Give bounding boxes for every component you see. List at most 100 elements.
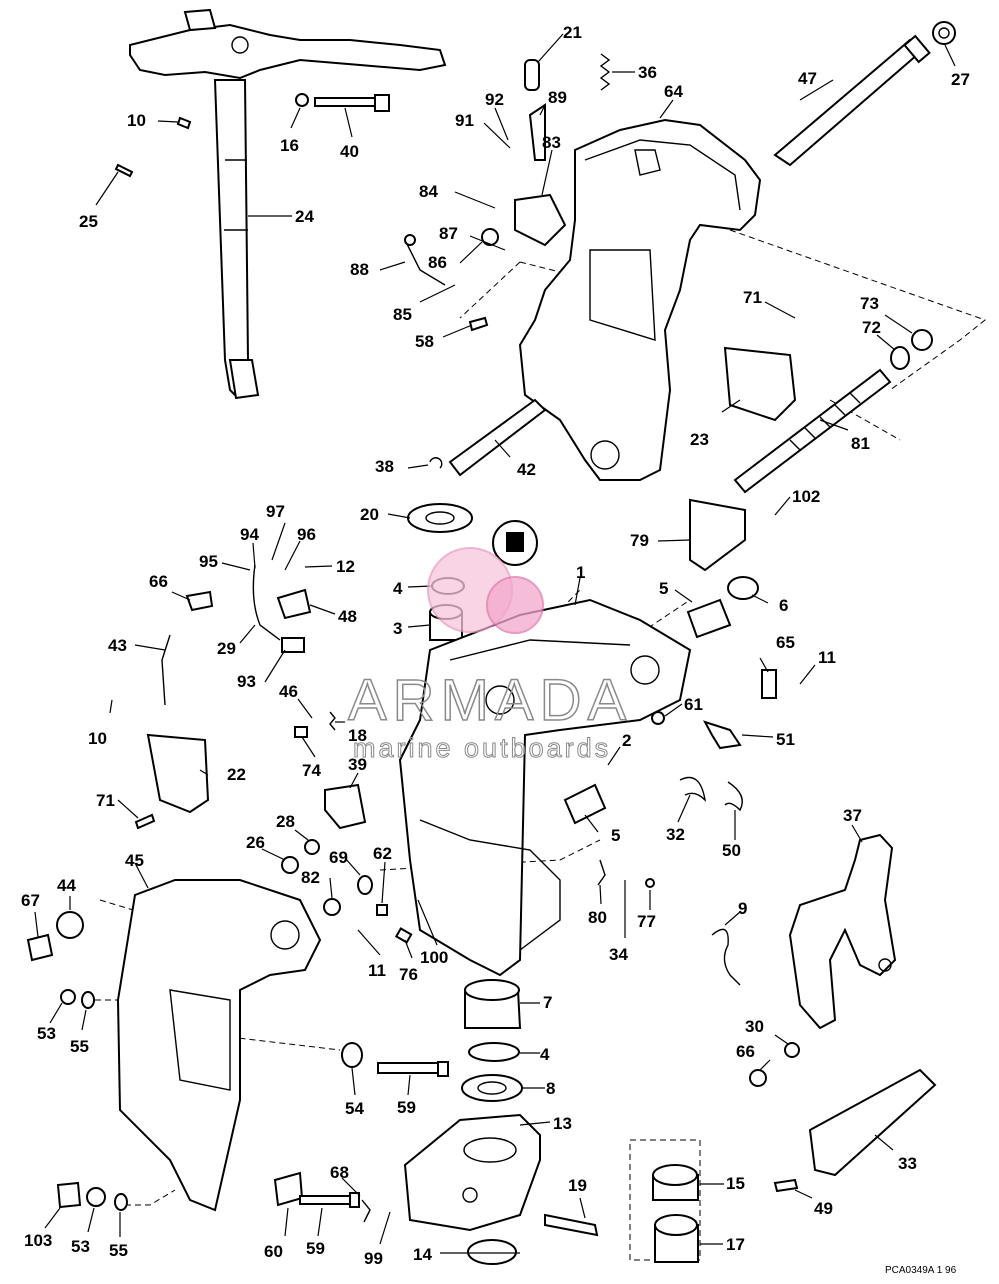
bushing-15	[652, 1164, 699, 1201]
callout-22: 22	[227, 765, 246, 784]
callout-91: 91	[455, 111, 474, 130]
lever-89	[528, 103, 546, 161]
bolt-19	[544, 1213, 599, 1237]
nut-53a	[60, 989, 76, 1005]
callout-53b: 53	[71, 1237, 90, 1256]
nut-61	[651, 711, 665, 725]
bolt-59a	[377, 1061, 449, 1077]
callout-33: 33	[898, 1154, 917, 1173]
spring-18	[329, 711, 336, 731]
switch-48	[276, 588, 312, 620]
clip-50	[724, 781, 743, 812]
callout-17: 17	[726, 1235, 745, 1254]
rod-88	[404, 234, 446, 286]
callout-39: 39	[348, 755, 367, 774]
callout-64: 64	[664, 82, 683, 101]
yoke-13	[403, 1113, 541, 1232]
callout-54: 54	[345, 1099, 364, 1118]
callout-84: 84	[419, 182, 438, 201]
callout-10b: 10	[88, 729, 107, 748]
screw-58	[468, 316, 489, 332]
callout-10a: 10	[127, 111, 146, 130]
callout-23: 23	[690, 430, 709, 449]
watermark: ARMADA marine outboards	[347, 547, 627, 764]
callout-55a: 55	[70, 1037, 89, 1056]
callout-7: 7	[543, 993, 552, 1012]
tilt-rod-81	[733, 368, 892, 494]
steering-arm-shaft-24	[129, 8, 447, 400]
clip-66a	[185, 590, 214, 612]
plate-22	[146, 733, 210, 814]
watermark-sub: marine outboards	[353, 733, 611, 763]
plate-60	[273, 1171, 304, 1207]
callout-34: 34	[609, 945, 628, 964]
callout-5b: 5	[611, 826, 620, 845]
callout-40: 40	[340, 142, 359, 161]
swivel-bracket-64	[518, 118, 762, 481]
spring-9	[711, 928, 741, 986]
washer-55b	[114, 1193, 128, 1211]
pad-33	[808, 1068, 937, 1177]
clip-51	[702, 720, 742, 750]
ring-38	[429, 457, 443, 469]
callout-4a: 4	[393, 579, 403, 598]
nut-27	[932, 21, 956, 45]
washer-20	[407, 503, 473, 533]
screw-77	[645, 878, 655, 888]
callout-71b: 71	[96, 791, 115, 810]
callout-66a: 66	[149, 572, 168, 591]
callout-5a: 5	[659, 579, 668, 598]
callout-8: 8	[546, 1079, 555, 1098]
callout-102: 102	[792, 487, 820, 506]
callout-88: 88	[350, 260, 369, 279]
callout-69: 69	[329, 848, 348, 867]
spring-36	[599, 53, 611, 91]
knob-21	[524, 59, 540, 91]
callout-13: 13	[553, 1114, 572, 1133]
callout-83: 83	[542, 133, 561, 152]
callout-92: 92	[485, 90, 504, 109]
callout-89: 89	[548, 88, 567, 107]
cap-103	[56, 1181, 82, 1209]
callout-21: 21	[563, 23, 582, 42]
screw-49	[773, 1178, 799, 1193]
screw-66b	[749, 1069, 767, 1087]
nut-53b	[86, 1187, 106, 1207]
callout-50: 50	[722, 841, 741, 860]
callout-12: 12	[336, 557, 355, 576]
callout-11a: 11	[818, 648, 836, 667]
callout-48: 48	[338, 607, 357, 626]
callout-65: 65	[776, 633, 795, 652]
callout-29: 29	[217, 639, 236, 658]
screw-26	[281, 856, 299, 874]
callout-32: 32	[666, 825, 685, 844]
tilt-tube-47	[773, 34, 931, 167]
callout-86: 86	[428, 253, 447, 272]
nut-14	[467, 1239, 517, 1265]
callout-47: 47	[798, 69, 817, 88]
callout-9: 9	[738, 899, 747, 918]
callout-51: 51	[776, 730, 795, 749]
callout-77: 77	[637, 912, 656, 931]
callout-15: 15	[726, 1174, 745, 1193]
callout-96: 96	[297, 525, 316, 544]
callout-79: 79	[630, 531, 649, 550]
nut-73	[911, 329, 933, 351]
clip-32	[679, 776, 707, 803]
callout-76: 76	[399, 965, 418, 984]
callout-11b: 11	[368, 961, 386, 980]
stern-bracket-45	[116, 879, 322, 1212]
diagram-code: PCA0349A 1 96	[885, 1265, 957, 1276]
bracket-65	[761, 669, 777, 699]
callout-73: 73	[860, 294, 879, 313]
bushing-17	[654, 1214, 699, 1263]
callout-100: 100	[420, 948, 448, 967]
pin-42	[448, 398, 547, 477]
callout-87: 87	[439, 224, 458, 243]
callout-97: 97	[266, 502, 285, 521]
callout-59a: 59	[397, 1098, 416, 1117]
washer-72	[890, 346, 910, 370]
lock-icon	[492, 520, 538, 566]
callout-95: 95	[199, 552, 218, 571]
